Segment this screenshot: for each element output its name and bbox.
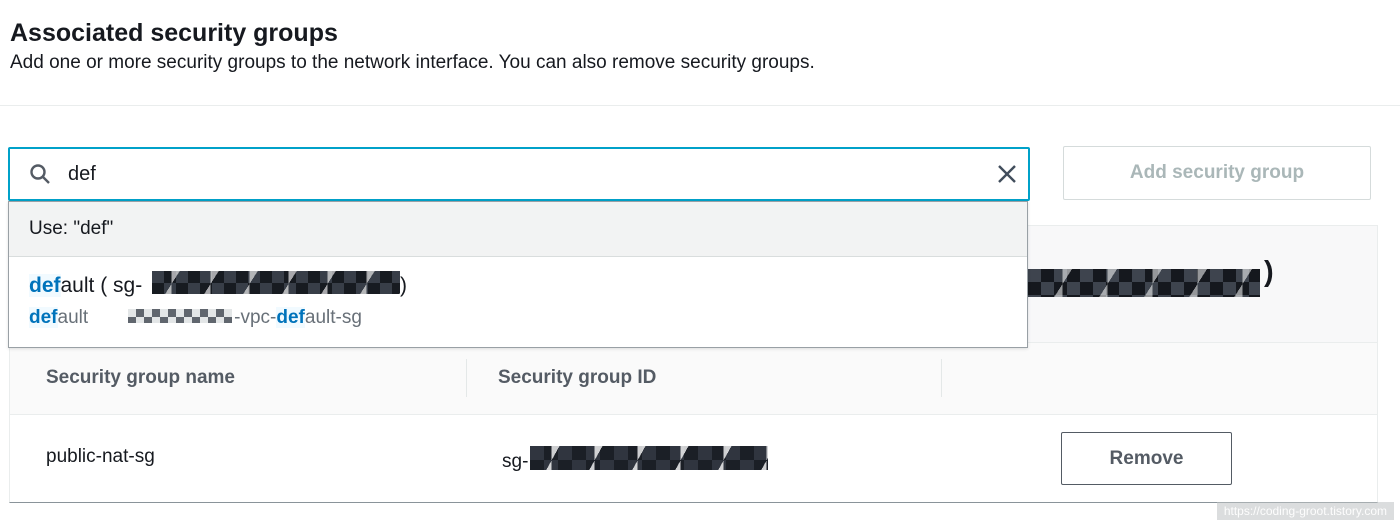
suggestion-match-highlight: def bbox=[276, 307, 305, 328]
table-header-row: Security group name Security group ID bbox=[10, 342, 1377, 414]
column-divider bbox=[941, 359, 942, 397]
security-group-id-cell: sg- bbox=[502, 446, 769, 473]
selected-group-suffix: ) bbox=[1264, 256, 1274, 288]
suggestion-subtitle: default-vpc-default-sg bbox=[29, 307, 362, 329]
add-security-group-button[interactable]: Add security group bbox=[1063, 146, 1371, 200]
search-input[interactable] bbox=[66, 161, 984, 187]
security-group-id-prefix: sg- bbox=[502, 451, 529, 472]
redacted-suggestion-id bbox=[152, 271, 401, 294]
use-query-label: Use: "def" bbox=[29, 218, 114, 239]
suggestion-match-highlight: def bbox=[29, 307, 58, 328]
watermark: https://coding-groot.tistory.com bbox=[1216, 502, 1394, 520]
search-autocomplete-dropdown: Use: "def" default ( sg- ) default-vpc-d… bbox=[8, 201, 1028, 348]
suggestion-item-default[interactable]: default ( sg- ) default-vpc-default-sg bbox=[9, 257, 1027, 347]
suggestion-title-suffix: ) bbox=[400, 274, 408, 297]
section-divider bbox=[0, 105, 1400, 106]
page-description: Add one or more security groups to the n… bbox=[10, 52, 815, 73]
page-title: Associated security groups bbox=[10, 18, 338, 47]
suggestion-title-rest: ault ( sg- bbox=[60, 274, 149, 297]
suggestion-name-rest: ault bbox=[57, 307, 89, 328]
suggestion-desc-rest: ault-sg bbox=[304, 307, 362, 328]
security-group-name-cell: public-nat-sg bbox=[46, 446, 155, 467]
redacted-vpc-prefix bbox=[128, 309, 233, 323]
suggestion-match-highlight: def bbox=[29, 274, 61, 297]
column-header-id: Security group ID bbox=[498, 367, 657, 388]
redacted-security-group-id bbox=[530, 446, 769, 470]
remove-button[interactable]: Remove bbox=[1061, 432, 1232, 485]
column-divider bbox=[466, 359, 467, 397]
use-query-option[interactable]: Use: "def" bbox=[9, 202, 1027, 257]
suggestion-desc-mid: -vpc- bbox=[234, 307, 277, 328]
security-group-search-box bbox=[8, 147, 1030, 201]
clear-search-icon[interactable] bbox=[984, 160, 1016, 188]
table-row: public-nat-sg sg- Remove bbox=[10, 414, 1377, 502]
search-icon bbox=[30, 164, 50, 184]
suggestion-title: default ( sg- ) bbox=[29, 271, 407, 298]
column-header-name: Security group name bbox=[46, 367, 235, 388]
